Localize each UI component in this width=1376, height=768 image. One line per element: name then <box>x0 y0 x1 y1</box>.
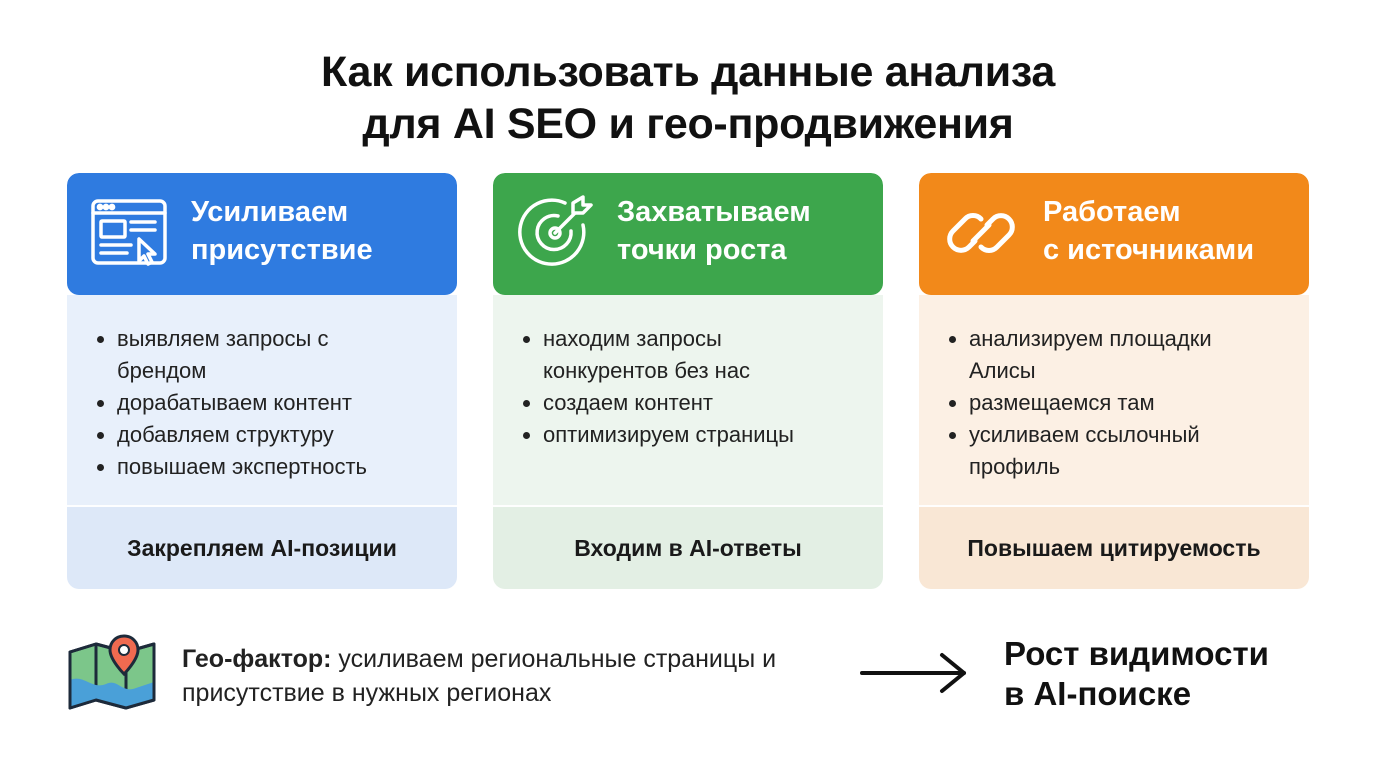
card-header: Захватываем точки роста <box>493 173 883 295</box>
arrow-right-icon <box>860 653 966 693</box>
card-title-line-2: присутствие <box>191 234 373 266</box>
card-sources: Работаем с источниками анализируем площа… <box>919 173 1309 589</box>
list-item: размещаемся там <box>949 387 1309 419</box>
card-header: Работаем с источниками <box>919 173 1309 295</box>
card-list: находим запросы конкурентов без нас созд… <box>493 295 883 451</box>
title-line-1: Как использовать данные анализа <box>321 48 1055 96</box>
card-title-line-1: Работаем <box>1043 196 1181 228</box>
strategy-cards: Усиливаем присутствие выявляем запросы с… <box>67 173 1309 589</box>
divider <box>67 505 457 507</box>
card-result: Закрепляем AI-позиции <box>67 507 457 589</box>
card-presence: Усиливаем присутствие выявляем запросы с… <box>67 173 457 589</box>
target-arrow-icon <box>518 195 593 266</box>
list-item: выявляем запросы с брендом <box>97 323 357 387</box>
list-item: оптимизируем страницы <box>523 419 883 451</box>
outcome-line-1: Рост видимости <box>1004 635 1269 672</box>
list-item: находим запросы конкурентов без нас <box>523 323 823 387</box>
outcome: Рост видимости в AI-поиске <box>1004 634 1334 714</box>
card-title-line-1: Усиливаем <box>191 196 349 228</box>
page-title: Как использовать данные анализа для AI S… <box>0 46 1376 150</box>
card-body: анализируем площадки Алисы размещаемся т… <box>919 295 1309 507</box>
outcome-line-2: в AI-поиске <box>1004 675 1192 712</box>
geo-factor: Гео-фактор: усиливаем региональные стран… <box>66 634 866 714</box>
list-item: анализируем площадки Алисы <box>949 323 1269 387</box>
card-title-line-2: точки роста <box>617 234 787 266</box>
list-item: добавляем структуру <box>97 419 457 451</box>
card-title: Усиливаем присутствие <box>191 193 453 269</box>
card-title-line-1: Захватываем <box>617 196 811 228</box>
card-title-line-2: с источниками <box>1043 234 1255 266</box>
geo-label: Гео-фактор: <box>182 645 332 673</box>
card-result: Входим в AI-ответы <box>493 507 883 589</box>
geo-text: усиливаем региональные страницы и присут… <box>182 645 777 707</box>
card-list: выявляем запросы с брендом дорабатываем … <box>67 295 457 483</box>
list-item: создаем контент <box>523 387 883 419</box>
card-growth: Захватываем точки роста находим запросы … <box>493 173 883 589</box>
card-body: находим запросы конкурентов без нас созд… <box>493 295 883 507</box>
map-pin-icon <box>68 634 156 710</box>
divider <box>919 505 1309 507</box>
geo-description: Гео-фактор: усиливаем региональные стран… <box>182 642 862 710</box>
card-body: выявляем запросы с брендом дорабатываем … <box>67 295 457 507</box>
browser-window-cursor-icon <box>91 199 167 266</box>
card-title: Захватываем точки роста <box>617 193 879 269</box>
title-line-2: для AI SEO и гео-продвижения <box>362 100 1014 148</box>
list-item: дорабатываем контент <box>97 387 457 419</box>
card-result: Повышаем цитируемость <box>919 507 1309 589</box>
card-header: Усиливаем присутствие <box>67 173 457 295</box>
divider <box>493 505 883 507</box>
card-title: Работаем с источниками <box>1043 193 1305 269</box>
card-list: анализируем площадки Алисы размещаемся т… <box>919 295 1309 483</box>
chain-link-icon <box>947 213 1015 253</box>
list-item: повышаем экспертность <box>97 451 457 483</box>
list-item: усиливаем ссылочный профиль <box>949 419 1249 483</box>
